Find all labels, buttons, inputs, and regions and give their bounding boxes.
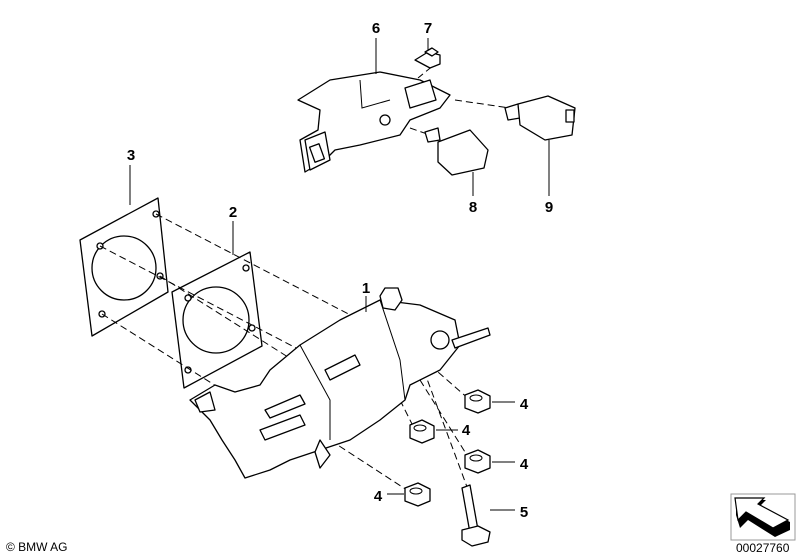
label-part-3: 3	[127, 147, 135, 164]
nut-4-d	[404, 482, 431, 507]
nut-4-c	[464, 449, 491, 474]
label-part-8: 8	[469, 199, 477, 216]
label-part-6: 6	[372, 20, 380, 37]
leader-lines	[129, 38, 550, 511]
label-part-7: 7	[424, 20, 432, 37]
gasket-3	[79, 197, 169, 337]
pedal-bracket-1	[189, 287, 491, 479]
brake-light-switch-8	[424, 127, 489, 176]
label-part-4: 4	[462, 422, 471, 439]
nut-4-a	[464, 389, 491, 414]
label-part-1: 1	[362, 280, 370, 297]
image-number: 00027760	[736, 541, 790, 555]
copyright-text: © BMW AG	[6, 540, 68, 554]
label-part-4: 4	[520, 456, 529, 473]
screw-7	[414, 47, 441, 69]
bolt-5	[461, 484, 491, 547]
gasket-2	[171, 251, 263, 389]
switch-bracket-6	[297, 71, 451, 173]
label-part-4: 4	[520, 396, 529, 413]
label-part-4: 4	[374, 488, 383, 505]
label-part-5: 5	[520, 504, 528, 521]
switch-9	[504, 95, 576, 141]
nut-4-b	[409, 419, 435, 444]
orientation-arrow-icon	[730, 493, 796, 541]
label-part-9: 9	[545, 199, 553, 216]
label-part-2: 2	[229, 204, 237, 221]
